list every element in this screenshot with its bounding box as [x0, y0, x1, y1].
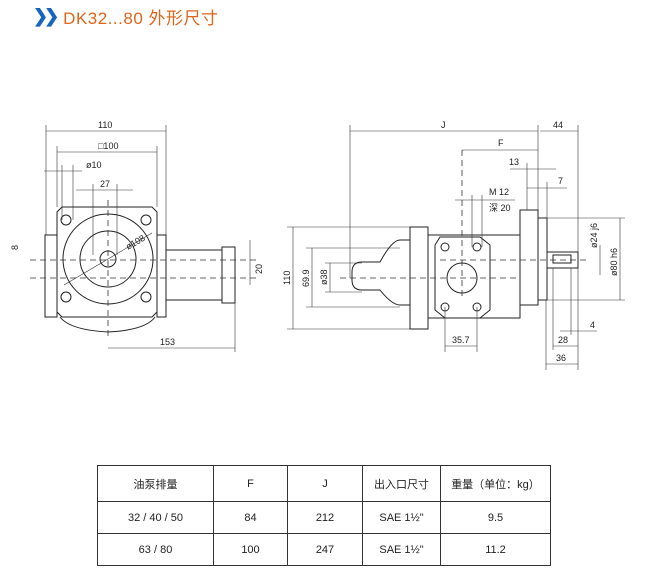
header-displacement: 油泵排量	[97, 465, 214, 502]
dim-4: 4	[590, 320, 595, 330]
cell-displacement: 63 / 80	[97, 533, 214, 566]
dimension-drawing: 110 □100 ø10 27 8 20 153 ø108	[10, 120, 625, 370]
front-view: 110 □100 ø10 27 8 20 153 ø108	[10, 120, 264, 352]
header-J: J	[287, 465, 363, 502]
dim-20: 20	[254, 264, 264, 274]
dim-110: 110	[98, 120, 112, 130]
section-title: ❯❯ DK32...80 外形尺寸	[33, 4, 219, 29]
dim-7: 7	[558, 176, 563, 186]
dim-d80: ø80 h6	[609, 248, 619, 276]
dim-110-height: 110	[282, 271, 292, 285]
dim-8: 8	[10, 245, 20, 250]
header-port-size: 出入口尺寸	[362, 465, 441, 502]
dim-28: 28	[558, 335, 568, 345]
dim-27: 27	[100, 179, 110, 189]
title-text: DK32...80 外形尺寸	[63, 9, 219, 28]
dim-69-9: 69.9	[301, 269, 311, 287]
cell-F: 100	[213, 533, 288, 566]
header-weight: 重量（单位：kg）	[440, 465, 551, 502]
dim-F: F	[498, 138, 504, 148]
dim-square-100: □100	[98, 141, 118, 151]
spec-table: 油泵排量 F J 出入口尺寸 重量（单位：kg） 32 / 40 / 50 84…	[97, 465, 551, 566]
dim-35-7: 35.7	[452, 335, 470, 345]
dim-depth-20: 深 20	[489, 203, 511, 213]
cell-J: 247	[287, 533, 363, 566]
cell-displacement: 32 / 40 / 50	[97, 501, 214, 534]
dim-153: 153	[160, 337, 175, 347]
header-F: F	[213, 465, 288, 502]
double-chevron-icon: ❯❯	[33, 6, 59, 26]
cell-port-size: SAE 1½"	[362, 533, 441, 566]
cell-port-size: SAE 1½"	[362, 501, 441, 534]
dim-13: 13	[509, 157, 519, 167]
table-row: 63 / 80 100 247 SAE 1½" 11.2	[97, 533, 551, 566]
dim-pcd: ø108	[124, 233, 147, 252]
cell-J: 212	[287, 501, 363, 534]
dim-44: 44	[553, 120, 563, 130]
cell-F: 84	[213, 501, 288, 534]
cell-weight: 9.5	[440, 501, 551, 534]
dim-hole-10: ø10	[86, 160, 102, 170]
table-header-row: 油泵排量 F J 出入口尺寸 重量（单位：kg）	[97, 465, 551, 502]
dim-36: 36	[556, 353, 566, 363]
table-row: 32 / 40 / 50 84 212 SAE 1½" 9.5	[97, 501, 551, 534]
dim-m12: M 12	[489, 187, 509, 197]
dim-J: J	[441, 120, 446, 130]
cell-weight: 11.2	[440, 533, 551, 566]
dim-d24: ø24 j6	[589, 223, 599, 248]
side-view: J 44 F 13 7 M 12 深 20 110 69.9 ø38 ø24 j…	[282, 120, 625, 370]
dim-d38: ø38	[319, 269, 329, 285]
